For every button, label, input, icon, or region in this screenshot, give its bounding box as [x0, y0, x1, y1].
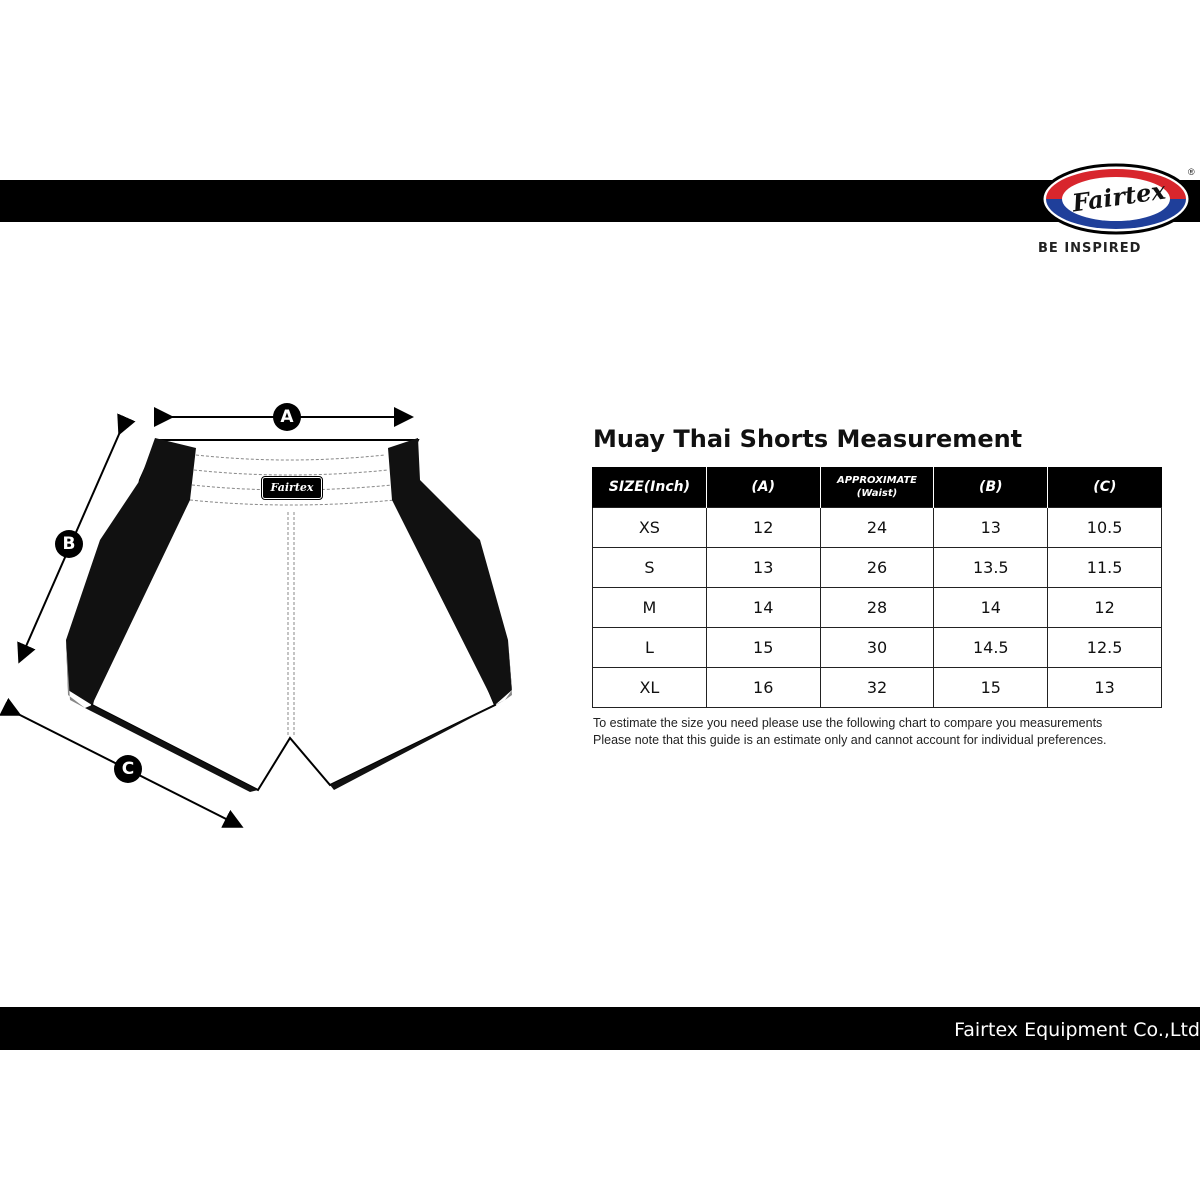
cell-a: 15: [705, 627, 821, 668]
cell-size: S: [592, 547, 707, 588]
chart-title: Muay Thai Shorts Measurement: [593, 425, 1023, 453]
cell-size: XL: [592, 667, 707, 708]
cell-waist: 32: [819, 667, 935, 708]
cell-c: 12: [1047, 587, 1162, 628]
table-header-row: SIZE(Inch) (A) APPROXIMATE (Waist) (B) (…: [592, 467, 1162, 508]
header-c: (C): [1047, 467, 1162, 508]
cell-a: 14: [705, 587, 821, 628]
cell-a: 13: [705, 547, 821, 588]
cell-size: M: [592, 587, 707, 628]
logo-oval-icon: [1040, 163, 1192, 235]
cell-waist: 26: [819, 547, 935, 588]
top-banner: [0, 180, 1200, 222]
waistband-logo: Fairtex: [261, 476, 323, 500]
cell-waist: 30: [819, 627, 935, 668]
fairtex-logo: Fairtex ® BE INSPIRED: [1036, 163, 1200, 263]
table-row: L 15 30 14.5 12.5: [592, 627, 1162, 668]
label-b: B: [55, 530, 83, 558]
cell-b: 15: [933, 667, 1049, 708]
cell-size: XS: [592, 507, 707, 548]
company-name: Fairtex Equipment Co.,Ltd: [954, 1019, 1200, 1041]
header-a: (A): [705, 467, 821, 508]
table-row: M 14 28 14 12: [592, 587, 1162, 628]
cell-waist: 24: [819, 507, 935, 548]
shorts-illustration: [0, 407, 512, 828]
header-waist-label: APPROXIMATE: [836, 475, 918, 486]
bottom-banner: [0, 1007, 1200, 1050]
table-row: XL 16 32 15 13: [592, 667, 1162, 708]
size-note: To estimate the size you need please use…: [593, 715, 1193, 749]
table-row: XS 12 24 13 10.5: [592, 507, 1162, 548]
header-waist: APPROXIMATE (Waist): [819, 467, 934, 508]
cell-c: 10.5: [1047, 507, 1162, 548]
note-line-1: To estimate the size you need please use…: [593, 716, 1103, 730]
note-line-2: Please note that this guide is an estima…: [593, 733, 1107, 747]
size-table: SIZE(Inch) (A) APPROXIMATE (Waist) (B) (…: [592, 467, 1162, 708]
cell-b: 13: [933, 507, 1049, 548]
cell-c: 13: [1047, 667, 1162, 708]
cell-size: L: [592, 627, 707, 668]
cell-b: 13.5: [933, 547, 1049, 588]
cell-b: 14: [933, 587, 1049, 628]
table-row: S 13 26 13.5 11.5: [592, 547, 1162, 588]
label-c: C: [114, 755, 142, 783]
cell-b: 14.5: [933, 627, 1049, 668]
cell-a: 12: [705, 507, 821, 548]
cell-a: 16: [705, 667, 821, 708]
cell-c: 12.5: [1047, 627, 1162, 668]
shorts-diagram: [0, 390, 560, 840]
header-b: (B): [933, 467, 1048, 508]
header-size: SIZE(Inch): [592, 467, 707, 508]
cell-waist: 28: [819, 587, 935, 628]
registered-mark: ®: [1188, 167, 1195, 177]
label-a: A: [273, 403, 301, 431]
cell-c: 11.5: [1047, 547, 1162, 588]
header-waist-sub: (Waist): [856, 488, 898, 499]
brand-tagline: BE INSPIRED: [1038, 241, 1142, 256]
